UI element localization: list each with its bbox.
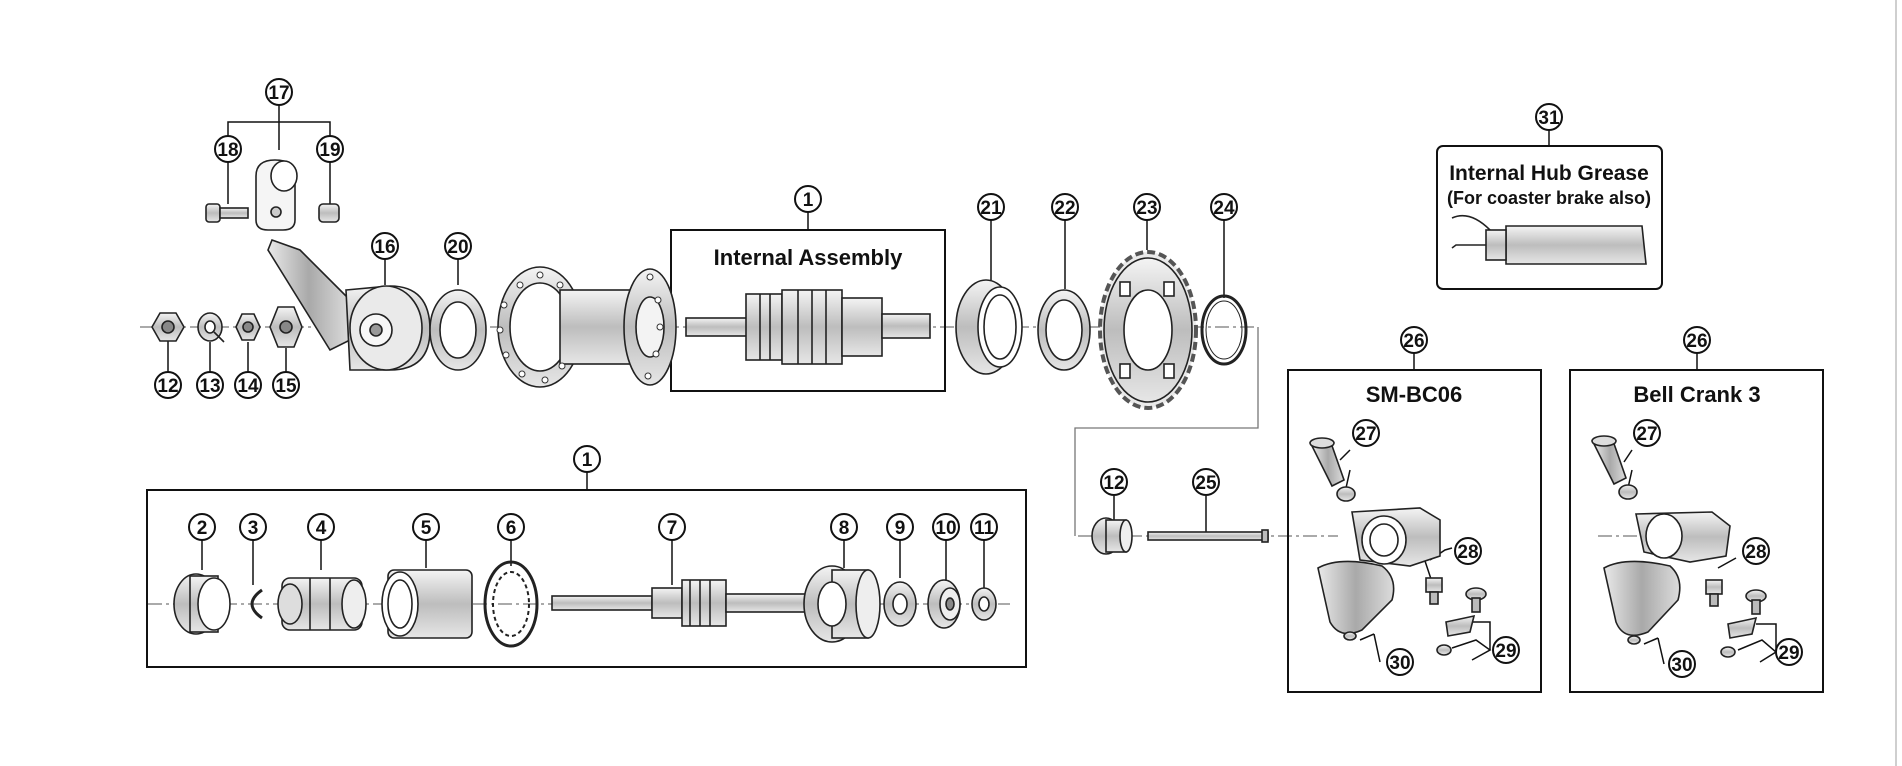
callout-18: 18 [214,135,242,163]
callout-28-left: 28 [1454,537,1482,565]
callout-7: 7 [658,513,686,541]
internal-assembly-title: Internal Assembly [714,245,903,270]
svg-text:29: 29 [1495,641,1516,662]
callout-8: 8 [830,513,858,541]
svg-text:19: 19 [319,140,340,161]
bell-crank-title: Bell Crank 3 [1633,382,1760,407]
callout-17: 17 [265,78,293,106]
parts-drawings [151,159,1767,658]
callout-2: 2 [188,513,216,541]
connector-line [1074,327,1259,536]
svg-text:7: 7 [667,518,678,539]
callout-30-right: 30 [1668,650,1696,678]
svg-text:14: 14 [237,376,259,397]
callout-24: 24 [1210,193,1238,221]
callout-26-right: 26 [1683,326,1711,354]
svg-text:29: 29 [1778,643,1799,664]
svg-text:22: 22 [1054,198,1075,219]
svg-text:15: 15 [275,376,297,397]
callout-19: 19 [316,135,344,163]
callout-26-left: 26 [1400,326,1428,354]
callout-3: 3 [239,513,267,541]
callout-14: 14 [234,371,262,399]
callout-5: 5 [412,513,440,541]
callout-1-top: 1 [794,185,822,213]
svg-text:9: 9 [895,518,906,539]
callout-11: 11 [970,513,998,541]
callout-27-right: 27 [1633,419,1661,447]
svg-text:16: 16 [374,237,395,258]
svg-text:12: 12 [1103,473,1124,494]
callout-21: 21 [977,193,1005,221]
svg-text:20: 20 [447,237,468,258]
svg-text:18: 18 [217,140,238,161]
sm-bc06-title: SM-BC06 [1366,382,1463,407]
leader-lines [167,105,1778,665]
svg-text:28: 28 [1745,542,1766,563]
callout-9: 9 [886,513,914,541]
svg-text:12: 12 [157,376,178,397]
svg-text:8: 8 [839,518,850,539]
svg-text:5: 5 [421,518,432,539]
svg-text:26: 26 [1403,331,1424,352]
svg-text:13: 13 [199,376,220,397]
grease-subtitle: (For coaster brake also) [1447,188,1651,208]
grease-title: Internal Hub Grease [1449,162,1649,185]
svg-text:1: 1 [803,190,814,211]
svg-text:24: 24 [1213,198,1235,219]
svg-text:11: 11 [974,518,995,539]
svg-text:21: 21 [980,198,1002,219]
callout-15: 15 [272,371,300,399]
callout-23: 23 [1133,193,1161,221]
callout-6: 6 [497,513,525,541]
callout-22: 22 [1051,193,1079,221]
svg-text:27: 27 [1355,424,1376,445]
svg-text:3: 3 [248,518,259,539]
callout-12-left: 12 [154,371,182,399]
callout-29-right: 29 [1775,638,1803,666]
callout-25: 25 [1192,468,1220,496]
svg-text:17: 17 [268,83,289,104]
svg-text:6: 6 [506,518,517,539]
callout-31: 31 [1535,103,1563,131]
svg-text:27: 27 [1636,424,1657,445]
callout-16: 16 [371,232,399,260]
svg-text:26: 26 [1686,331,1707,352]
svg-text:31: 31 [1538,108,1560,129]
callout-10: 10 [932,513,960,541]
callout-30-left: 30 [1386,648,1414,676]
svg-text:2: 2 [197,518,208,539]
callout-4: 4 [307,513,335,541]
svg-text:30: 30 [1389,653,1410,674]
svg-text:10: 10 [935,518,956,539]
callout-29-left: 29 [1492,636,1520,664]
svg-text:4: 4 [316,518,327,539]
svg-text:1: 1 [582,450,593,471]
callout-20: 20 [444,232,472,260]
callouts: 17 18 19 16 20 1 21 22 23 24 31 12 13 14… [154,78,1803,678]
callout-13: 13 [196,371,224,399]
callout-28-right: 28 [1742,537,1770,565]
callout-12-right: 12 [1100,468,1128,496]
svg-text:25: 25 [1195,473,1217,494]
svg-text:30: 30 [1671,655,1692,676]
callout-1-bottom: 1 [573,445,601,473]
callout-27-left: 27 [1352,419,1380,447]
svg-text:23: 23 [1136,198,1157,219]
svg-text:28: 28 [1457,542,1478,563]
